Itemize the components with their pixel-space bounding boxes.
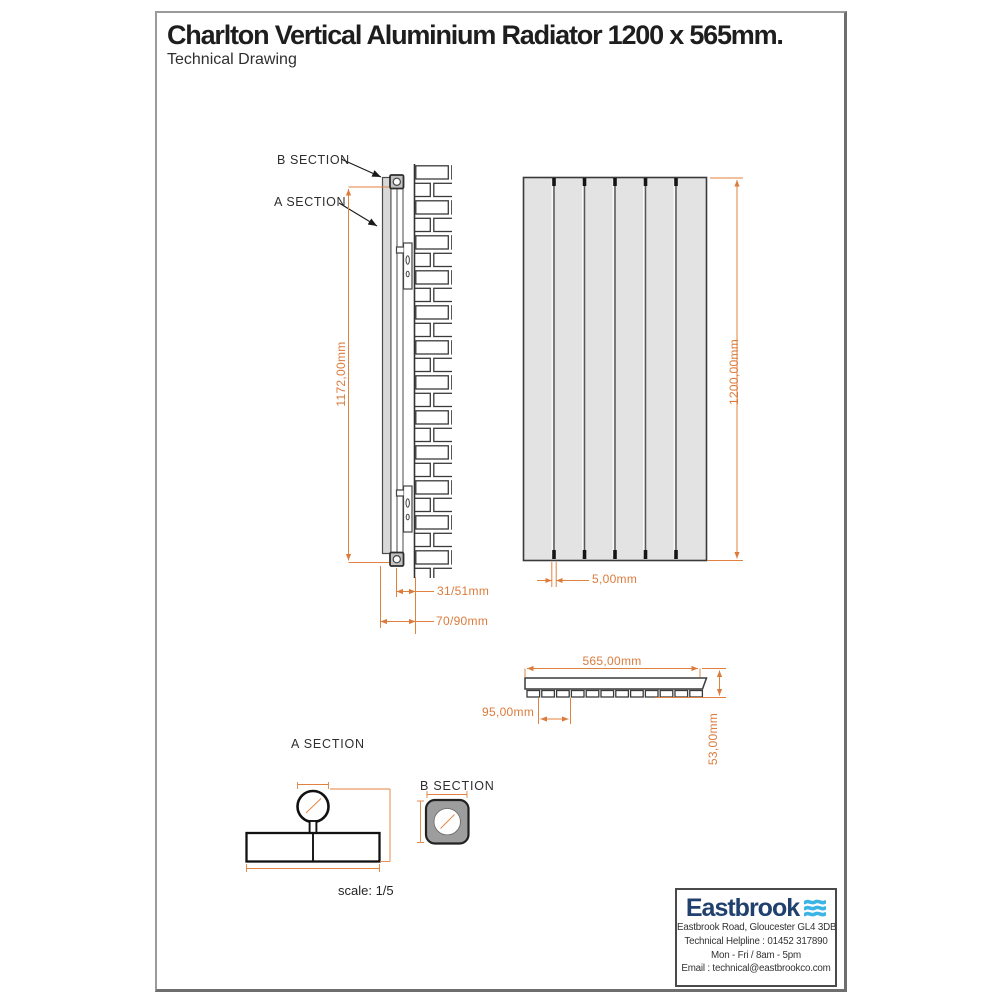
width-dimension xyxy=(524,665,701,677)
wall-to-centre-dim-label: 31/51mm xyxy=(437,584,490,598)
pitch-dimension xyxy=(538,698,571,724)
b-section-leader-arrow xyxy=(340,158,382,178)
scale-label: scale: 1/5 xyxy=(338,883,394,898)
radiator-fin-side xyxy=(390,177,398,554)
wall-to-front-dim-label: 70/90mm xyxy=(436,614,489,628)
a-section-stem xyxy=(308,820,318,835)
front-view xyxy=(522,176,743,587)
depth-dimension xyxy=(655,668,726,698)
radiator-panel-side xyxy=(381,176,392,555)
brand-email: Email : technical@eastbrookco.com xyxy=(681,963,831,975)
vertical-tube-side xyxy=(396,186,404,555)
front-height-dim-label: 1200,00mm xyxy=(727,338,741,406)
panel-separators xyxy=(551,180,677,556)
side-view xyxy=(338,158,452,634)
a-section-callout-label: A SECTION xyxy=(274,195,347,209)
side-height-dimension xyxy=(345,186,389,563)
panel-gap-dimension xyxy=(537,562,589,587)
b-section-callout-label: B SECTION xyxy=(277,153,350,167)
wall-distance-dimensions xyxy=(380,566,434,634)
b-section-detail xyxy=(417,791,470,845)
pitch-dim-label: 95,00mm xyxy=(482,705,535,719)
panel-gap-dim-label: 5,00mm xyxy=(592,572,638,586)
wall-bracket-lower xyxy=(395,485,413,533)
waves-icon xyxy=(804,899,827,917)
b-section-mini-dimensions xyxy=(417,791,468,843)
a-section-mini-dimensions xyxy=(246,782,391,872)
bottom-cap-section xyxy=(389,551,405,567)
top-view-body xyxy=(524,677,708,690)
brand-address: Eastbrook Road, Gloucester GL4 3DB xyxy=(677,922,837,933)
top-cap-section xyxy=(389,174,405,190)
a-section-leader-arrow xyxy=(338,202,378,227)
brand-logo: Eastbrook xyxy=(677,893,835,922)
page-border xyxy=(155,11,847,992)
front-height-dimension xyxy=(707,177,743,561)
brand-hours: Mon - Fri / 8am - 5pm xyxy=(711,949,801,961)
page-subtitle: Technical Drawing xyxy=(167,51,297,68)
a-section-detail-label: A SECTION xyxy=(291,737,365,751)
a-section-detail xyxy=(245,782,391,872)
panel-end-ticks xyxy=(552,178,678,559)
brick-wall xyxy=(414,164,452,578)
top-view xyxy=(524,665,726,724)
side-height-dim-label: 1172,00mm xyxy=(334,341,348,407)
brand-name: Eastbrook xyxy=(685,893,800,922)
b-section-detail-label: B SECTION xyxy=(420,779,495,793)
width-dim-label: 565,00mm xyxy=(582,654,642,668)
top-view-fins xyxy=(526,689,704,698)
brand-info-box: Eastbrook Eastbrook Road, Gloucester GL4… xyxy=(675,888,837,987)
wall-bracket-upper xyxy=(395,242,413,290)
depth-dim-label: 53,00mm xyxy=(706,712,720,766)
page-title: Charlton Vertical Aluminium Radiator 120… xyxy=(167,20,784,50)
brand-helpline: Technical Helpline : 01452 317890 xyxy=(684,935,828,947)
